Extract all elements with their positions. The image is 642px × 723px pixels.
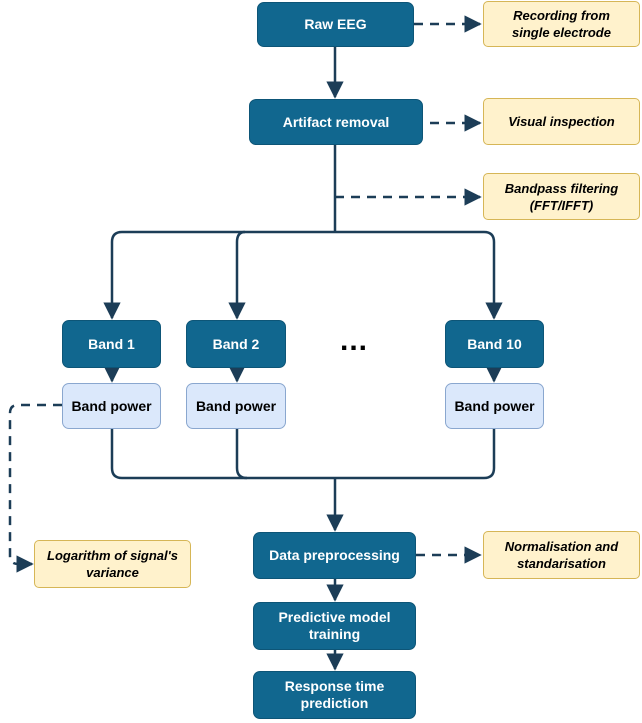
band10-label: Band 10	[467, 335, 522, 352]
logarithm-note: Logarithm of signal's variance	[34, 540, 191, 588]
model-training-node: Predictive model training	[253, 602, 416, 650]
bands-ellipsis: ...	[340, 324, 369, 357]
normalisation-note-label: Normalisation and standarisation	[504, 539, 619, 571]
artifact-removal-label: Artifact removal	[282, 113, 390, 130]
response-prediction-label: Response time prediction	[284, 678, 385, 711]
response-prediction-node: Response time prediction	[253, 671, 416, 719]
band1-label: Band 1	[88, 335, 135, 352]
arrow-split-to-band1	[103, 230, 335, 320]
line-power2-to-merge	[235, 429, 248, 480]
line-power10-to-merge	[335, 429, 496, 480]
bandpass-filtering-note: Bandpass filtering (FFT/IFFT)	[483, 173, 640, 220]
band-power-label-1: Band power	[71, 397, 152, 414]
band-power-node-10: Band power	[445, 383, 544, 429]
band2-node: Band 2	[186, 320, 286, 368]
dashed-power-to-logarithm	[8, 403, 62, 573]
visual-inspection-note: Visual inspection	[483, 98, 640, 145]
band10-node: Band 10	[445, 320, 544, 368]
normalisation-note: Normalisation and standarisation	[483, 531, 640, 579]
raw-eeg-node: Raw EEG	[257, 2, 414, 47]
data-preprocessing-node: Data preprocessing	[253, 532, 416, 579]
recording-note: Recording from single electrode	[483, 1, 640, 47]
band-power-node-1: Band power	[62, 383, 161, 429]
data-preprocessing-label: Data preprocessing	[269, 547, 400, 563]
logarithm-note-label: Logarithm of signal's variance	[47, 548, 178, 580]
band-power-label-2: Band power	[195, 397, 277, 414]
bandpass-filtering-note-label: Bandpass filtering (FFT/IFFT)	[504, 180, 619, 213]
band-power-label-10: Band power	[454, 397, 535, 414]
raw-eeg-label: Raw EEG	[304, 16, 367, 32]
band1-node: Band 1	[62, 320, 161, 368]
visual-inspection-note-label: Visual inspection	[508, 114, 615, 129]
arrow-split-to-band2	[228, 230, 246, 320]
recording-note-label: Recording from single electrode	[512, 8, 611, 40]
band-power-node-2: Band power	[186, 383, 286, 429]
arrow-split-to-band10	[335, 230, 503, 320]
band2-label: Band 2	[212, 335, 260, 352]
model-training-label: Predictive model training	[278, 609, 391, 642]
artifact-removal-node: Artifact removal	[249, 99, 423, 145]
line-power1-to-merge	[110, 429, 335, 480]
